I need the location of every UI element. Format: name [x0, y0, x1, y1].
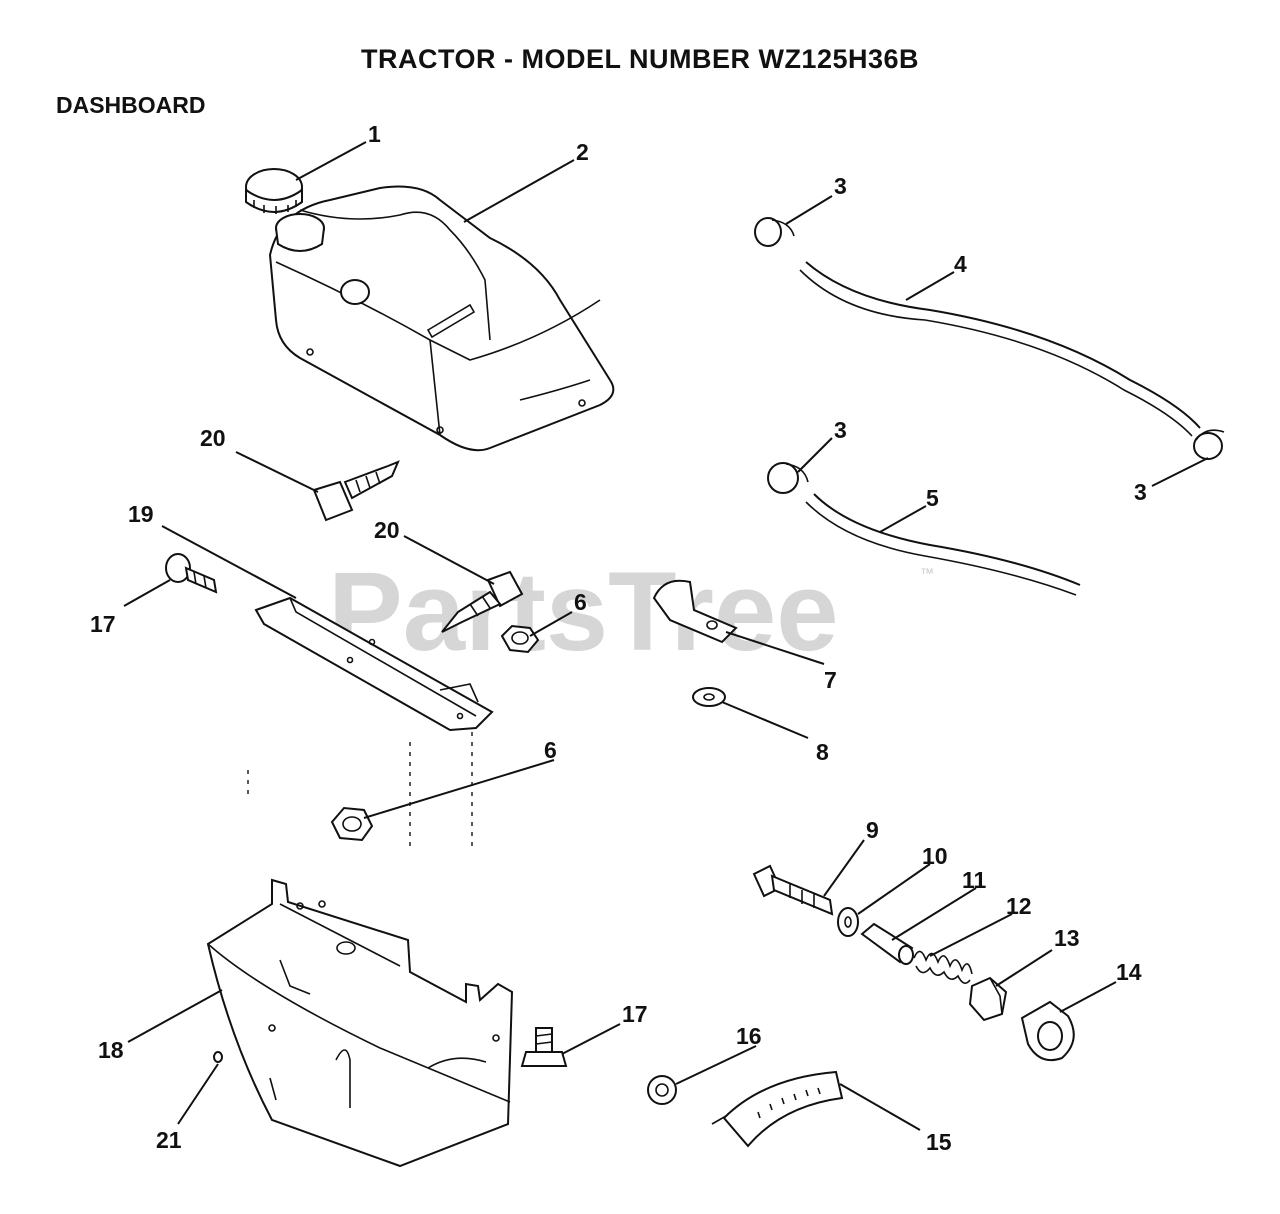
callout-3-middle: 3 [834, 417, 847, 443]
callout-21: 21 [156, 1127, 182, 1153]
part-5-fuel-line[interactable] [805, 493, 1081, 596]
part-6-nut-lower[interactable] [330, 806, 374, 842]
part-9-bolt[interactable] [752, 864, 834, 916]
callout-12: 12 [1006, 893, 1032, 919]
leader-lines [123, 141, 1209, 1131]
watermark-trademark: ™ [920, 565, 934, 581]
callout-8: 8 [816, 739, 829, 765]
part-3-hose-clamp-right[interactable] [1193, 429, 1225, 460]
part-6-nut-upper[interactable] [500, 624, 540, 654]
part-10-washer[interactable] [837, 907, 859, 937]
part-18-dashboard-panel[interactable] [206, 878, 514, 1168]
part-13-clip[interactable] [968, 976, 1008, 1022]
callout-20-upper: 20 [200, 425, 226, 451]
callout-18: 18 [98, 1037, 124, 1063]
part-14-pivot-bracket[interactable] [1020, 1000, 1075, 1062]
part-15-range-plate[interactable] [711, 1070, 844, 1148]
part-3-hose-clamp-top[interactable] [754, 217, 795, 247]
part-17-bolt-left[interactable] [165, 553, 218, 594]
callout-9: 9 [866, 817, 879, 843]
callout-4: 4 [954, 251, 967, 277]
part-7-clip[interactable] [652, 579, 738, 644]
part-1-fuel-cap[interactable] [245, 168, 303, 214]
callout-14: 14 [1116, 959, 1142, 985]
callout-17-bottom: 17 [622, 1001, 648, 1027]
callout-20-lower: 20 [374, 517, 400, 543]
page-title: TRACTOR - MODEL NUMBER WZ125H36B [360, 44, 920, 74]
part-16-flange-nut[interactable] [647, 1075, 677, 1105]
callout-2: 2 [576, 139, 589, 165]
callout-13: 13 [1054, 925, 1080, 951]
callout-5: 5 [926, 485, 939, 511]
callout-16: 16 [736, 1023, 762, 1049]
callout-1: 1 [368, 121, 381, 147]
callout-15: 15 [926, 1129, 952, 1155]
watermark-text: PartsTree [328, 549, 839, 674]
section-title: DASHBOARD [56, 92, 206, 118]
callout-6-lower: 6 [544, 737, 557, 763]
callout-19: 19 [128, 501, 154, 527]
part-20-screw-lower[interactable] [441, 570, 524, 633]
callout-6-upper: 6 [574, 589, 587, 615]
callout-7: 7 [824, 667, 837, 693]
part-4-fuel-line[interactable] [799, 261, 1201, 437]
callout-10: 10 [922, 843, 948, 869]
part-21-pin[interactable] [213, 1051, 223, 1063]
part-2-fuel-tank[interactable] [268, 185, 615, 452]
part-8-washer[interactable] [692, 687, 726, 707]
part-20-screw-upper[interactable] [312, 460, 400, 522]
part-19-bracket[interactable] [254, 596, 494, 732]
part-11-spacer[interactable] [860, 922, 914, 965]
callout-17-left: 17 [90, 611, 116, 637]
part-12-spring[interactable] [913, 950, 973, 984]
part-17-bolt-bottom[interactable] [520, 1027, 568, 1067]
callout-11: 11 [962, 867, 987, 893]
callout-3-top: 3 [834, 173, 847, 199]
callout-3-right: 3 [1134, 479, 1147, 505]
